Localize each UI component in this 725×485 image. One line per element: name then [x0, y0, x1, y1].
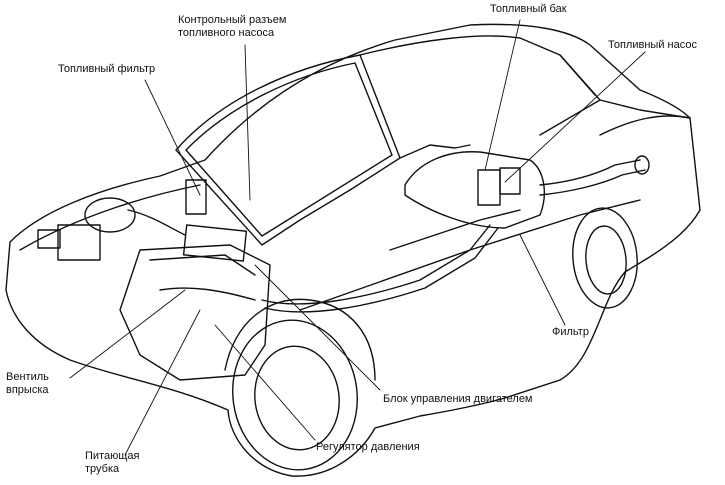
label-pressure-regulator-text: Регулятор давления — [316, 441, 420, 453]
windshield-inner — [185, 62, 393, 237]
sill-line — [299, 199, 641, 311]
fuel-line-1 — [261, 224, 491, 305]
label-fuel-filter: Топливный фильтр — [58, 63, 155, 76]
side-window — [399, 144, 471, 159]
leader-ecu — [254, 264, 381, 391]
fuel-tank — [404, 151, 545, 229]
leader-tank-filter — [519, 234, 566, 326]
intake-duct — [127, 209, 186, 236]
rear-wheel-inner — [585, 225, 627, 295]
label-tank-filter-text: Фильтр — [552, 326, 589, 338]
fuel-filter-part — [185, 179, 207, 215]
hood-crease — [19, 184, 201, 251]
label-fuel-tank: Топливный бак — [490, 3, 567, 16]
rear-wheel — [572, 207, 638, 309]
label-fuel-pump-text: Топливный насос — [608, 39, 697, 51]
trunk-lid — [599, 115, 691, 136]
leader-control-connector — [244, 44, 251, 201]
engine-block — [119, 244, 271, 381]
label-ecu-text: Блок управления двигателем — [383, 393, 533, 405]
label-fuel-tank-text: Топливный бак — [490, 3, 567, 15]
label-supply-pipe-line1: Питающая — [85, 450, 140, 462]
fuel-pump-part — [477, 169, 501, 206]
engine-cover — [149, 254, 256, 276]
filler-pipe-lower — [539, 169, 646, 196]
label-injector: Вентиль впрыска — [6, 371, 49, 397]
label-fuel-filter-text: Топливный фильтр — [58, 63, 156, 75]
label-pressure-regulator: Регулятор давления — [316, 441, 420, 454]
leader-injector — [69, 289, 186, 379]
tank-filter-part — [499, 167, 521, 195]
fuel-line-2 — [264, 227, 499, 313]
label-ecu: Блок управления двигателем — [383, 393, 533, 406]
leader-fuel-tank — [484, 19, 521, 171]
label-control-connector-line1: Контрольный разъем — [178, 14, 287, 26]
label-control-connector-line2: топливного насоса — [178, 27, 275, 39]
c-pillar — [539, 99, 601, 136]
intake-box — [182, 224, 248, 262]
label-injector-line1: Вентиль — [6, 371, 49, 383]
leader-fuel-pump — [504, 51, 646, 183]
leader-supply-pipe — [124, 309, 201, 456]
air-filter — [84, 197, 136, 233]
car-body-outline — [5, 23, 701, 477]
front-wheel-inner — [254, 345, 340, 451]
label-control-connector: Контрольный разъем топливного насоса — [178, 14, 286, 40]
door-line — [389, 209, 521, 251]
filler-cap — [634, 155, 650, 175]
front-wheel — [232, 319, 358, 471]
front-wheel-arch — [224, 298, 376, 381]
battery — [57, 224, 101, 261]
battery-side — [37, 229, 61, 249]
leader-pressure-regulator — [214, 324, 316, 441]
label-injector-line2: впрыска — [6, 384, 49, 396]
leader-fuel-filter — [144, 79, 201, 196]
label-fuel-pump: Топливный насос — [608, 39, 697, 52]
roof-line — [359, 35, 596, 96]
rear-window — [559, 54, 691, 119]
label-tank-filter: Фильтр — [552, 326, 589, 339]
windshield-outline — [175, 54, 401, 246]
engine-manifold — [159, 287, 256, 301]
label-supply-pipe-line2: трубка — [85, 463, 120, 475]
label-supply-pipe: Питающая трубка — [85, 450, 139, 476]
filler-pipe — [539, 159, 641, 186]
